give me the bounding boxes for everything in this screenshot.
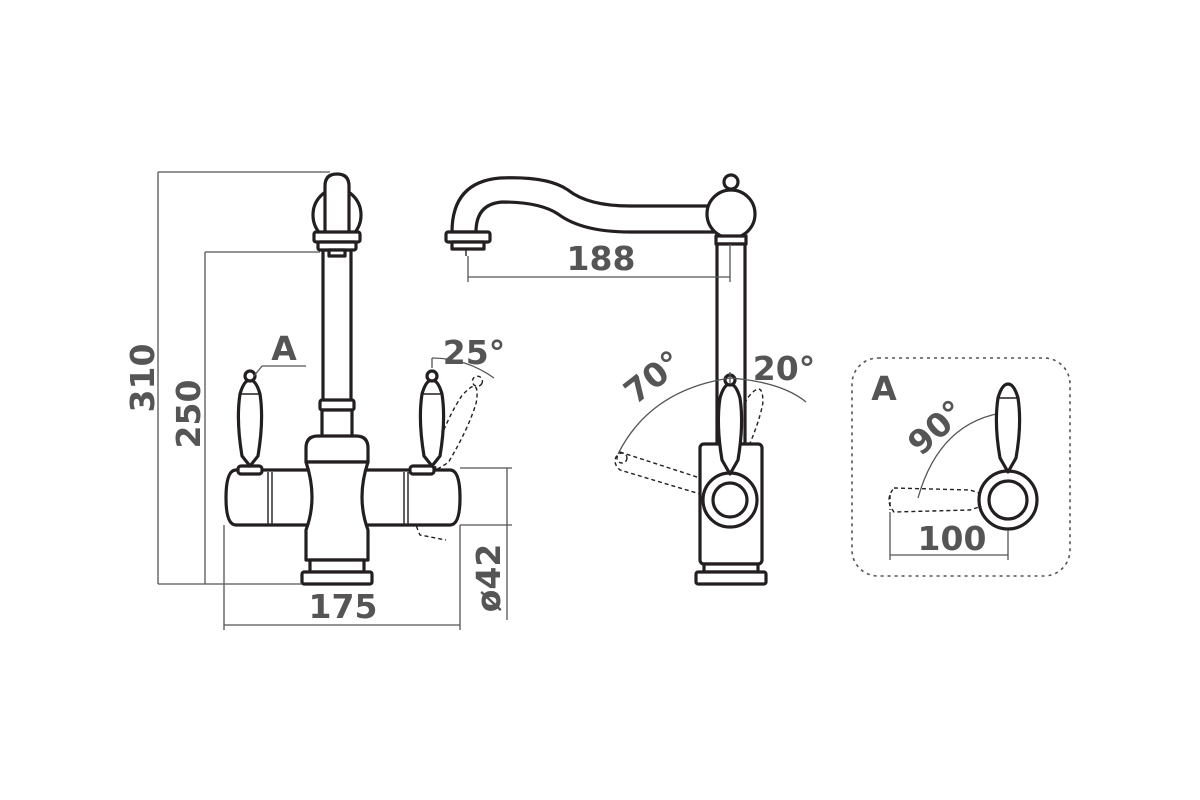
side-base-plate bbox=[694, 570, 768, 586]
dim-100-label: 100 bbox=[918, 519, 987, 558]
side-spout bbox=[450, 176, 718, 234]
side-handle bbox=[716, 382, 744, 476]
side-finial bbox=[722, 173, 740, 191]
front-angle-label: 25° bbox=[443, 333, 505, 372]
front-right-arm bbox=[348, 468, 462, 527]
side-aerator-lower bbox=[450, 240, 486, 251]
detail-angle-label: 90° bbox=[900, 392, 972, 463]
front-left-handle-knob bbox=[243, 369, 257, 383]
side-ball-head bbox=[705, 188, 757, 240]
detail-handle bbox=[994, 382, 1022, 474]
front-rotation-ghost-arc bbox=[412, 477, 447, 541]
side-view: 70° 20° 188 bbox=[444, 173, 815, 586]
side-forward-arc bbox=[729, 377, 807, 403]
dim-42-label: ø42 bbox=[469, 544, 508, 613]
dim-310-label: 310 bbox=[123, 344, 162, 413]
detail-title: A bbox=[871, 369, 897, 408]
front-right-handle-knob bbox=[425, 369, 439, 383]
detail-cartridge-inner bbox=[987, 479, 1029, 521]
detail-handle-ghost bbox=[888, 487, 983, 513]
front-body-top bbox=[304, 434, 370, 464]
side-forward-angle-label: 20° bbox=[753, 349, 815, 388]
front-right-collar bbox=[408, 464, 436, 476]
side-handle-back-ghost bbox=[614, 451, 701, 495]
front-top-cap bbox=[323, 172, 351, 242]
front-center-hub bbox=[304, 460, 370, 562]
side-cartridge-inner bbox=[711, 481, 749, 519]
front-base-neck bbox=[308, 558, 366, 574]
detail-frame bbox=[851, 357, 1071, 577]
front-left-handle bbox=[236, 378, 264, 468]
dim-175-label: 175 bbox=[309, 587, 378, 626]
front-handle-rotated-ghost bbox=[433, 375, 484, 472]
front-riser-pipe bbox=[321, 248, 353, 404]
front-angle-arc bbox=[431, 357, 495, 379]
dim-250-label: 250 bbox=[169, 380, 208, 449]
side-back-arc bbox=[617, 377, 731, 455]
detail-marker-label: A bbox=[271, 329, 297, 368]
front-view: A 25° 310 250 175 ø42 bbox=[123, 171, 512, 630]
front-riser-collar-body bbox=[320, 408, 354, 440]
dim-188-label: 188 bbox=[567, 239, 636, 278]
detail-angle-arc bbox=[917, 411, 1009, 499]
front-right-handle bbox=[418, 378, 446, 468]
front-top-nozzle bbox=[327, 248, 347, 258]
side-back-angle-label: 70° bbox=[616, 342, 689, 411]
front-base-plate bbox=[300, 570, 374, 586]
detail-a: A 90° 100 bbox=[851, 357, 1071, 577]
